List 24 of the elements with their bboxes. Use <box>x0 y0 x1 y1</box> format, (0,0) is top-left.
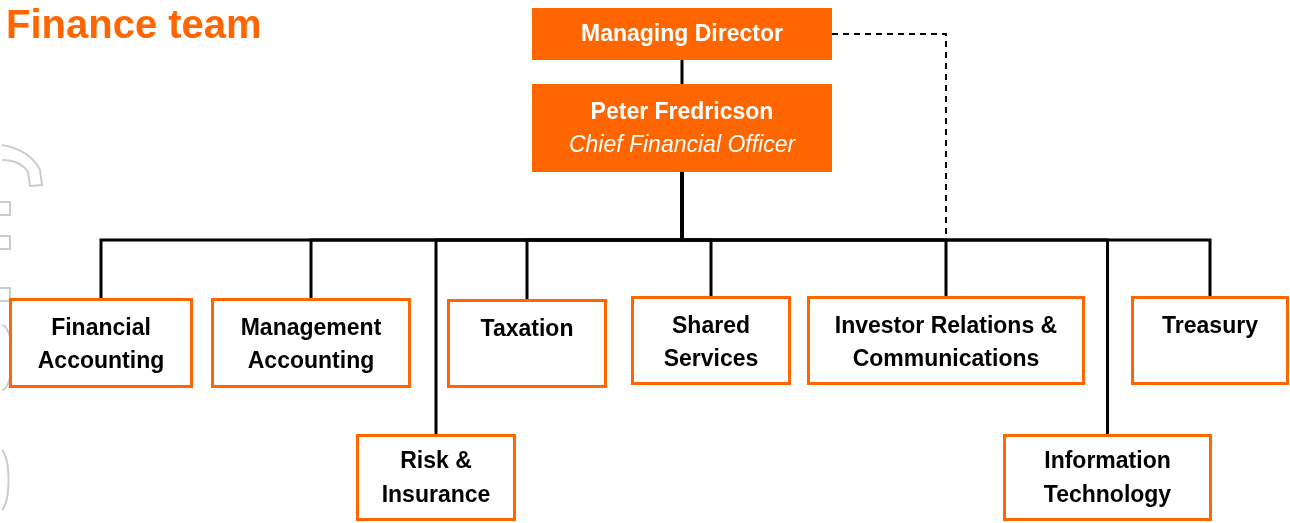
department-box <box>631 296 791 385</box>
department-box <box>1131 296 1289 385</box>
box-label: Financial Accounting <box>36 313 166 376</box>
box-label: Managing Director <box>581 19 783 49</box>
role-box <box>532 8 832 60</box>
box-label: Investor Relations & Communications <box>833 311 1059 374</box>
connector-line <box>680 60 684 84</box>
slide-title: Finance team <box>6 2 262 47</box>
box-label: Peter Fredricson <box>590 96 774 126</box>
department-box <box>447 299 607 388</box>
box-label: Information Technology <box>1042 446 1173 509</box>
department-box <box>1003 434 1212 521</box>
role-title: Chief Financial Officer <box>568 130 796 159</box>
box-label: Management Accounting <box>239 313 383 376</box>
department-box <box>356 434 516 521</box>
role-box <box>532 84 832 172</box>
box-label: Risk & Insurance <box>380 446 492 509</box>
box-label: Taxation <box>480 314 574 343</box>
dashed-connector <box>831 33 947 297</box>
department-box <box>807 296 1085 385</box>
box-label: Treasury <box>1162 311 1258 340</box>
box-label: Shared Services <box>662 311 760 374</box>
department-box <box>211 298 411 388</box>
department-box <box>9 298 193 388</box>
